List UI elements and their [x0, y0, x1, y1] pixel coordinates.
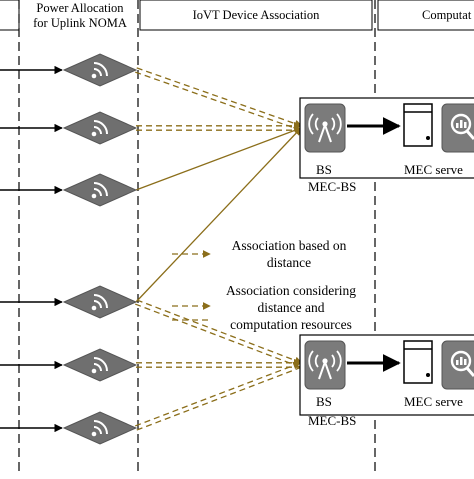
mini-bar-3	[464, 359, 467, 365]
bs-label-top: BS	[316, 162, 332, 177]
bs-label-bottom: BS	[316, 394, 332, 409]
legend-label-distance: Association based on distance	[214, 237, 364, 271]
mini-bar-1	[456, 123, 459, 128]
bs-wave-right-2	[336, 113, 342, 135]
wifi-icon	[91, 120, 108, 137]
wifi-arc-1	[93, 300, 102, 309]
device-diamond	[62, 411, 138, 445]
mec-bs-label-bottom: MEC-BS	[308, 413, 357, 428]
wifi-icon	[91, 62, 108, 79]
mec-bs-unit-2	[299, 334, 474, 416]
device-diamond	[62, 348, 138, 382]
antenna-tower-icon	[304, 103, 346, 153]
assoc-line-device-1-a	[135, 71, 301, 131]
assoc-line-device-6-a	[136, 366, 303, 431]
header-device-association: IoVT Device Association	[192, 8, 320, 22]
wifi-arc-2	[93, 357, 108, 372]
iovt-device-1	[62, 53, 138, 87]
legend-compute-line1: Association considering	[225, 283, 357, 298]
legend-distance-line1: Association based on	[231, 238, 347, 253]
legend-distance-line2: distance	[266, 255, 312, 270]
magnifier-chart-icon	[441, 103, 474, 153]
wifi-dot	[91, 305, 97, 311]
wifi-dot	[91, 131, 97, 137]
header-box-association	[139, 0, 373, 31]
header-box-computation	[377, 0, 474, 31]
nodes-layer	[62, 53, 474, 445]
wifi-icon	[91, 420, 108, 437]
wifi-arc-2	[93, 120, 108, 135]
server-led	[426, 373, 430, 377]
iovt-device-2	[62, 111, 138, 145]
mec-bs-unit-1	[299, 97, 474, 179]
wifi-arc-1	[93, 363, 102, 372]
mini-bar-3	[464, 122, 467, 128]
wifi-arc-1	[93, 188, 102, 197]
antenna-tower-icon	[304, 340, 346, 390]
legend-label-computation: Association considering distance and com…	[206, 282, 376, 333]
assoc-line-device-6-b	[134, 361, 301, 427]
header-box-left	[0, 0, 20, 31]
wifi-arc-2	[93, 62, 108, 77]
bs-antenna-dot	[322, 358, 328, 364]
assoc-line-device-4	[135, 127, 302, 303]
wifi-arc-1	[93, 126, 102, 135]
bs-wave-right-1	[331, 354, 336, 368]
association-lines-layer	[0, 65, 303, 433]
server-icon	[403, 340, 433, 384]
server-led	[426, 136, 430, 140]
header-power-line2: for Uplink NOMA	[33, 16, 127, 30]
device-diamond	[62, 53, 138, 87]
wifi-arc-2	[93, 294, 108, 309]
magnifier-lens	[450, 113, 472, 135]
wifi-arc-2	[93, 182, 108, 197]
server-label-bottom: MEC serve	[404, 394, 463, 409]
assoc-line-device-3	[135, 126, 302, 191]
mini-bar-1	[456, 360, 459, 365]
assoc-line-device-1-b	[136, 67, 303, 128]
wifi-arc-1	[93, 426, 102, 435]
wifi-arc-2	[93, 420, 108, 435]
mini-bar-2	[460, 120, 463, 128]
iovt-device-3	[62, 173, 138, 207]
iovt-device-5	[62, 348, 138, 382]
header-power-allocation: Power Allocation for Uplink NOMA	[24, 1, 136, 31]
iovt-device-6	[62, 411, 138, 445]
device-diamond	[62, 111, 138, 145]
bs-wave-left-1	[314, 354, 319, 368]
magnifier-handle	[465, 130, 474, 140]
wifi-dot	[91, 368, 97, 374]
server-label-top: MEC serve	[404, 162, 463, 177]
bs-antenna-dot	[322, 121, 328, 127]
magnifier-chart-icon	[441, 340, 474, 390]
iovt-device-4	[62, 285, 138, 319]
mini-bar-2	[460, 357, 463, 365]
wifi-dot	[91, 193, 97, 199]
bs-wave-left-2	[308, 113, 314, 135]
legend-compute-line2: distance and	[257, 300, 325, 315]
server-icon	[403, 103, 433, 147]
magnifier-lens	[450, 350, 472, 372]
legend-compute-line3: computation resources	[230, 317, 352, 332]
header-computation: Computat	[422, 8, 472, 22]
header-power-line1: Power Allocation	[36, 1, 124, 15]
bs-wave-right-2	[336, 350, 342, 372]
wifi-icon	[91, 294, 108, 311]
wifi-arc-1	[93, 68, 102, 77]
device-diamond	[62, 173, 138, 207]
wifi-icon	[91, 357, 108, 374]
wifi-dot	[91, 431, 97, 437]
bs-wave-left-2	[308, 350, 314, 372]
bs-wave-left-1	[314, 117, 319, 131]
device-diamond	[62, 285, 138, 319]
mec-bs-label-top: MEC-BS	[308, 179, 357, 194]
wifi-dot	[91, 73, 97, 79]
wifi-icon	[91, 182, 108, 199]
magnifier-handle	[465, 367, 474, 377]
bs-wave-right-1	[331, 117, 336, 131]
